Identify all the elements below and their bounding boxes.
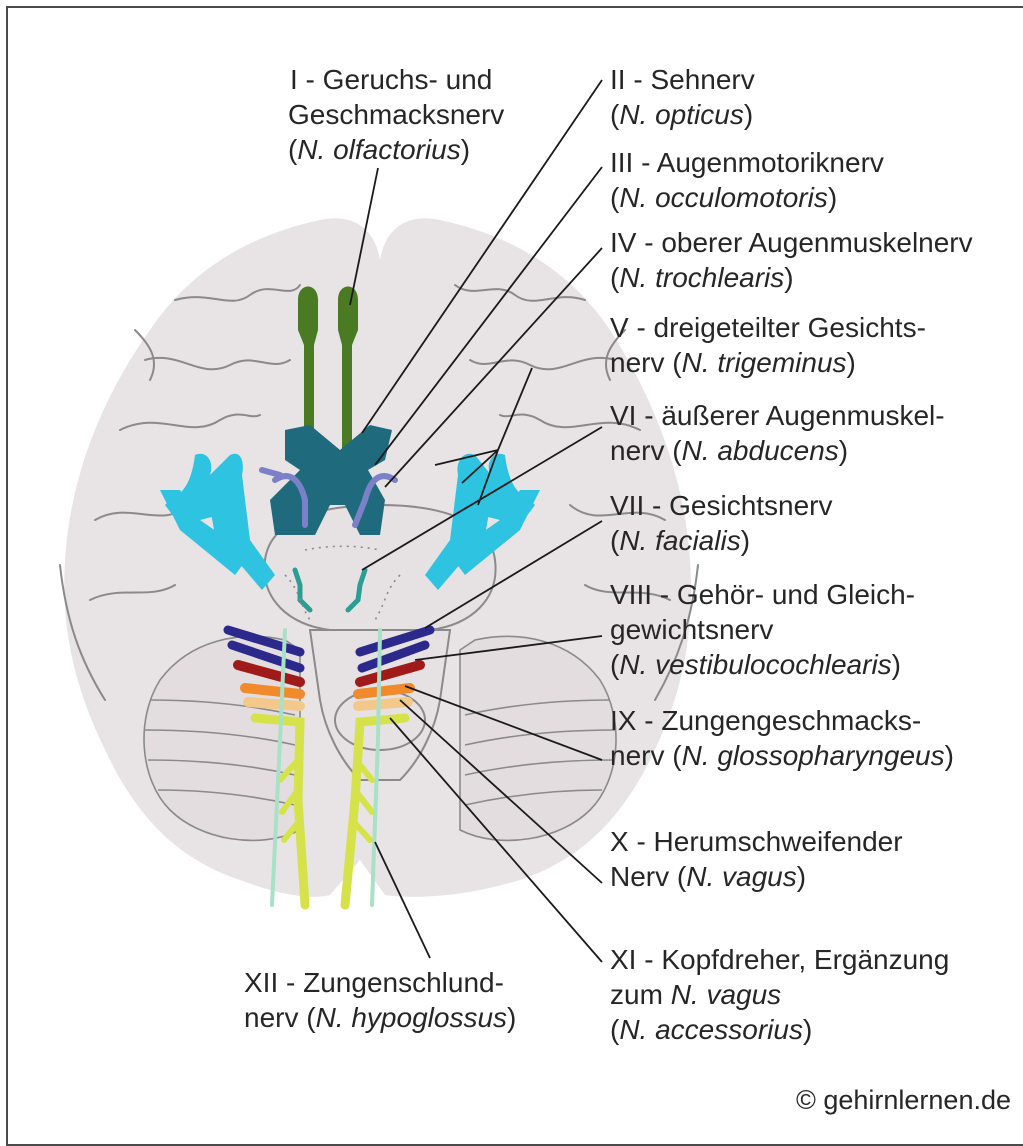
paren: )	[744, 99, 753, 130]
label-trochlear-latin: N. trochlearis	[619, 262, 784, 293]
label-vestibulocochlear-latin: N. vestibulocochlearis	[619, 649, 891, 680]
label-abducens-prefix: nerv (	[610, 435, 682, 466]
label-accessory-prefix: zum	[610, 979, 671, 1010]
label-accessory: XI - Kopfdreher, Ergänzung zum N. vagus …	[610, 942, 949, 1047]
label-vestibulocochlear-line1: VIII - Gehör- und Gleich-	[610, 577, 915, 612]
label-oculomotor-line1: III - Augenmotoriknerv	[610, 145, 884, 180]
paren: )	[828, 182, 837, 213]
label-abducens-line1: VI - äußerer Augenmuskel-	[610, 398, 945, 433]
paren: )	[797, 861, 806, 892]
paren: (	[610, 1014, 619, 1045]
paren: )	[945, 740, 954, 771]
label-hypoglossal-latin: N. hypoglossus	[316, 1002, 507, 1033]
paren: )	[892, 649, 901, 680]
label-glossopharyngeal-line1: IX - Zungengeschmacks-	[610, 703, 954, 738]
label-accessory-ref: N. vagus	[671, 979, 782, 1010]
label-olfactory: I - Geruchs- und Geschmacksnerv (N. olfa…	[288, 62, 504, 167]
paren: )	[507, 1002, 516, 1033]
label-olfactory-line1: I - Geruchs- und	[288, 62, 504, 97]
paren: (	[610, 262, 619, 293]
paren: )	[784, 262, 793, 293]
paren: (	[610, 649, 619, 680]
paren: (	[610, 525, 619, 556]
label-vagus: X - Herumschweifender Nerv (N. vagus)	[610, 824, 903, 894]
copyright-credit: © gehirnlernen.de	[796, 1085, 1011, 1116]
label-glossopharyngeal-prefix: nerv (	[610, 740, 682, 771]
paren: )	[839, 435, 848, 466]
brain-illustration	[60, 218, 698, 896]
label-accessory-latin: N. accessorius	[619, 1014, 803, 1045]
label-facial-latin: N. facialis	[619, 525, 740, 556]
label-trigeminal-latin: N. trigeminus	[682, 347, 847, 378]
label-facial: VII - Gesichtsnerv (N. facialis)	[610, 488, 833, 558]
paren: (	[610, 182, 619, 213]
label-optic: II - Sehnerv (N. opticus)	[610, 62, 755, 132]
label-abducens-latin: N. abducens	[682, 435, 839, 466]
label-accessory-line1: XI - Kopfdreher, Ergänzung	[610, 942, 949, 977]
label-vestibulocochlear-line2: gewichtsnerv	[610, 612, 915, 647]
label-glossopharyngeal-latin: N. glossopharyngeus	[682, 740, 945, 771]
paren: )	[461, 134, 470, 165]
label-trigeminal: V - dreigeteilter Gesichts- nerv (N. tri…	[610, 310, 926, 380]
label-olfactory-latin: N. olfactorius	[297, 134, 460, 165]
label-trochlear-line1: IV - oberer Augenmuskelnerv	[610, 225, 973, 260]
label-hypoglossal-line1: XII - Zungenschlund-	[244, 965, 516, 1000]
paren: )	[803, 1014, 812, 1045]
label-facial-line1: VII - Gesichtsnerv	[610, 488, 833, 523]
label-olfactory-line2: Geschmacksnerv	[288, 97, 504, 132]
label-optic-line1: II - Sehnerv	[610, 62, 755, 97]
label-hypoglossal: XII - Zungenschlund- nerv (N. hypoglossu…	[244, 965, 516, 1035]
label-vagus-prefix: Nerv (	[610, 861, 686, 892]
paren: (	[288, 134, 297, 165]
label-vagus-line1: X - Herumschweifender	[610, 824, 903, 859]
label-trigeminal-line1: V - dreigeteilter Gesichts-	[610, 310, 926, 345]
paren: )	[741, 525, 750, 556]
paren: )	[847, 347, 856, 378]
label-oculomotor: III - Augenmotoriknerv (N. occulomotoris…	[610, 145, 884, 215]
label-optic-latin: N. opticus	[619, 99, 744, 130]
label-glossopharyngeal: IX - Zungengeschmacks- nerv (N. glossoph…	[610, 703, 954, 773]
label-oculomotor-latin: N. occulomotoris	[619, 182, 828, 213]
label-trigeminal-prefix: nerv (	[610, 347, 682, 378]
label-trochlear: IV - oberer Augenmuskelnerv (N. trochlea…	[610, 225, 973, 295]
label-vestibulocochlear: VIII - Gehör- und Gleich- gewichtsnerv (…	[610, 577, 915, 682]
label-abducens: VI - äußerer Augenmuskel- nerv (N. abduc…	[610, 398, 945, 468]
label-vagus-latin: N. vagus	[686, 861, 797, 892]
paren: (	[610, 99, 619, 130]
label-hypoglossal-prefix: nerv (	[244, 1002, 316, 1033]
